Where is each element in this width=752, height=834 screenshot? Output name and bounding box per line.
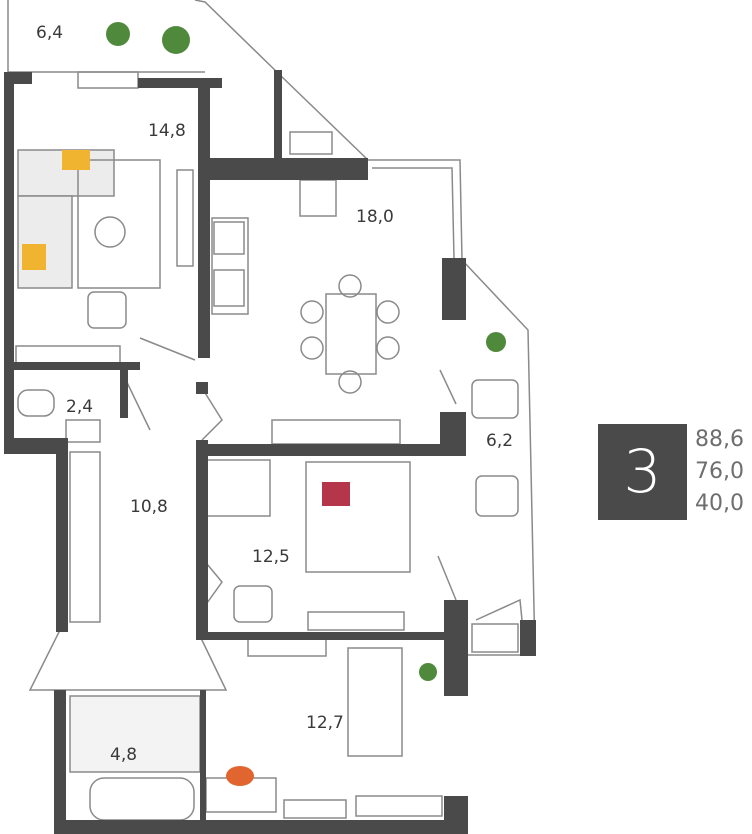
stove — [213, 269, 245, 307]
cushion-icon — [22, 244, 46, 270]
door — [139, 337, 196, 361]
loggia-right-inner — [372, 167, 455, 259]
radiator-bedroom — [283, 799, 347, 819]
room-area-loggia-top: 6,4 — [36, 23, 63, 43]
wall — [56, 452, 68, 632]
sink — [213, 221, 245, 255]
door — [201, 557, 223, 611]
radiator-living — [15, 345, 121, 365]
room-area-bathroom-small: 2,4 — [66, 397, 93, 417]
plant-icon — [419, 663, 437, 681]
cushion-icon — [62, 150, 90, 170]
armchair-loggia-2 — [475, 475, 519, 517]
radiator-bedroom-2 — [355, 795, 443, 817]
door — [28, 629, 228, 691]
door — [201, 387, 223, 441]
cabinet-kitchen — [271, 419, 401, 445]
wall — [4, 438, 68, 454]
wall — [4, 362, 140, 370]
cabinet-loggia — [471, 623, 519, 653]
room-area-hall: 10,8 — [130, 497, 168, 517]
room-area-bedroom-second: 12,7 — [306, 713, 344, 733]
washbasin-small — [65, 419, 101, 443]
room-area-bedroom-main: 12,5 — [252, 547, 290, 567]
wall — [196, 440, 208, 640]
area-list: 88,6 76,0 40,0 — [695, 424, 744, 520]
double-bed — [305, 461, 411, 573]
room-area-loggia-right: 6,2 — [486, 431, 513, 451]
wall — [274, 70, 282, 160]
dining-chair — [338, 370, 362, 394]
wall — [440, 412, 466, 456]
wall — [4, 72, 14, 452]
dining-chair — [376, 300, 400, 324]
wall — [520, 620, 536, 656]
door — [475, 598, 523, 621]
coffee-table — [94, 216, 126, 248]
radiator-loggia — [289, 131, 333, 155]
wall — [4, 72, 32, 84]
apartment-summary: 3 88,6 76,0 40,0 — [598, 424, 744, 520]
toilet — [17, 389, 55, 417]
hall-wardrobe — [69, 451, 101, 623]
room-area-bathroom: 4,8 — [110, 745, 137, 765]
door — [437, 555, 457, 601]
area-total: 88,6 — [695, 427, 744, 452]
dining-chair — [376, 336, 400, 360]
fridge — [299, 179, 337, 217]
door — [439, 369, 457, 405]
plant-icon — [106, 22, 130, 46]
loggia-top-glass — [194, 0, 369, 161]
wall — [198, 78, 210, 358]
pillow-icon — [322, 482, 350, 506]
tv-unit — [176, 169, 194, 267]
wardrobe-bedroom-2 — [247, 637, 327, 657]
area-living: 76,0 — [695, 459, 744, 484]
dining-table — [325, 293, 377, 375]
wall — [200, 632, 448, 640]
wall — [200, 690, 206, 830]
wall — [120, 362, 128, 418]
area-other: 40,0 — [695, 491, 744, 516]
room-area-living: 14,8 — [148, 121, 186, 141]
kitchen-counter — [211, 217, 249, 315]
armchair-loggia-1 — [471, 379, 519, 419]
wall — [200, 444, 448, 456]
wall — [442, 258, 466, 320]
lounge-chair-icon — [162, 26, 190, 54]
wall — [196, 382, 208, 394]
armchair-living — [87, 291, 127, 329]
sofa-side — [17, 195, 73, 289]
armchair-bedroom — [233, 585, 273, 623]
wall — [54, 820, 468, 834]
wall — [138, 78, 222, 88]
bathtub — [89, 777, 195, 821]
dining-chair — [338, 274, 362, 298]
chair-icon — [226, 766, 254, 786]
wall — [206, 158, 368, 180]
wardrobe-bedroom — [205, 459, 271, 517]
single-bed — [347, 647, 403, 757]
dining-chair — [300, 300, 324, 324]
dresser — [307, 611, 405, 631]
wall — [444, 600, 468, 696]
room-count-badge: 3 — [598, 424, 687, 520]
loggia-right-outline — [368, 159, 536, 656]
room-area-kitchen: 18,0 — [356, 207, 394, 227]
dining-chair — [300, 336, 324, 360]
rug — [77, 159, 161, 289]
plant-icon — [486, 332, 506, 352]
wall — [54, 690, 66, 834]
radiator-top — [77, 71, 139, 89]
